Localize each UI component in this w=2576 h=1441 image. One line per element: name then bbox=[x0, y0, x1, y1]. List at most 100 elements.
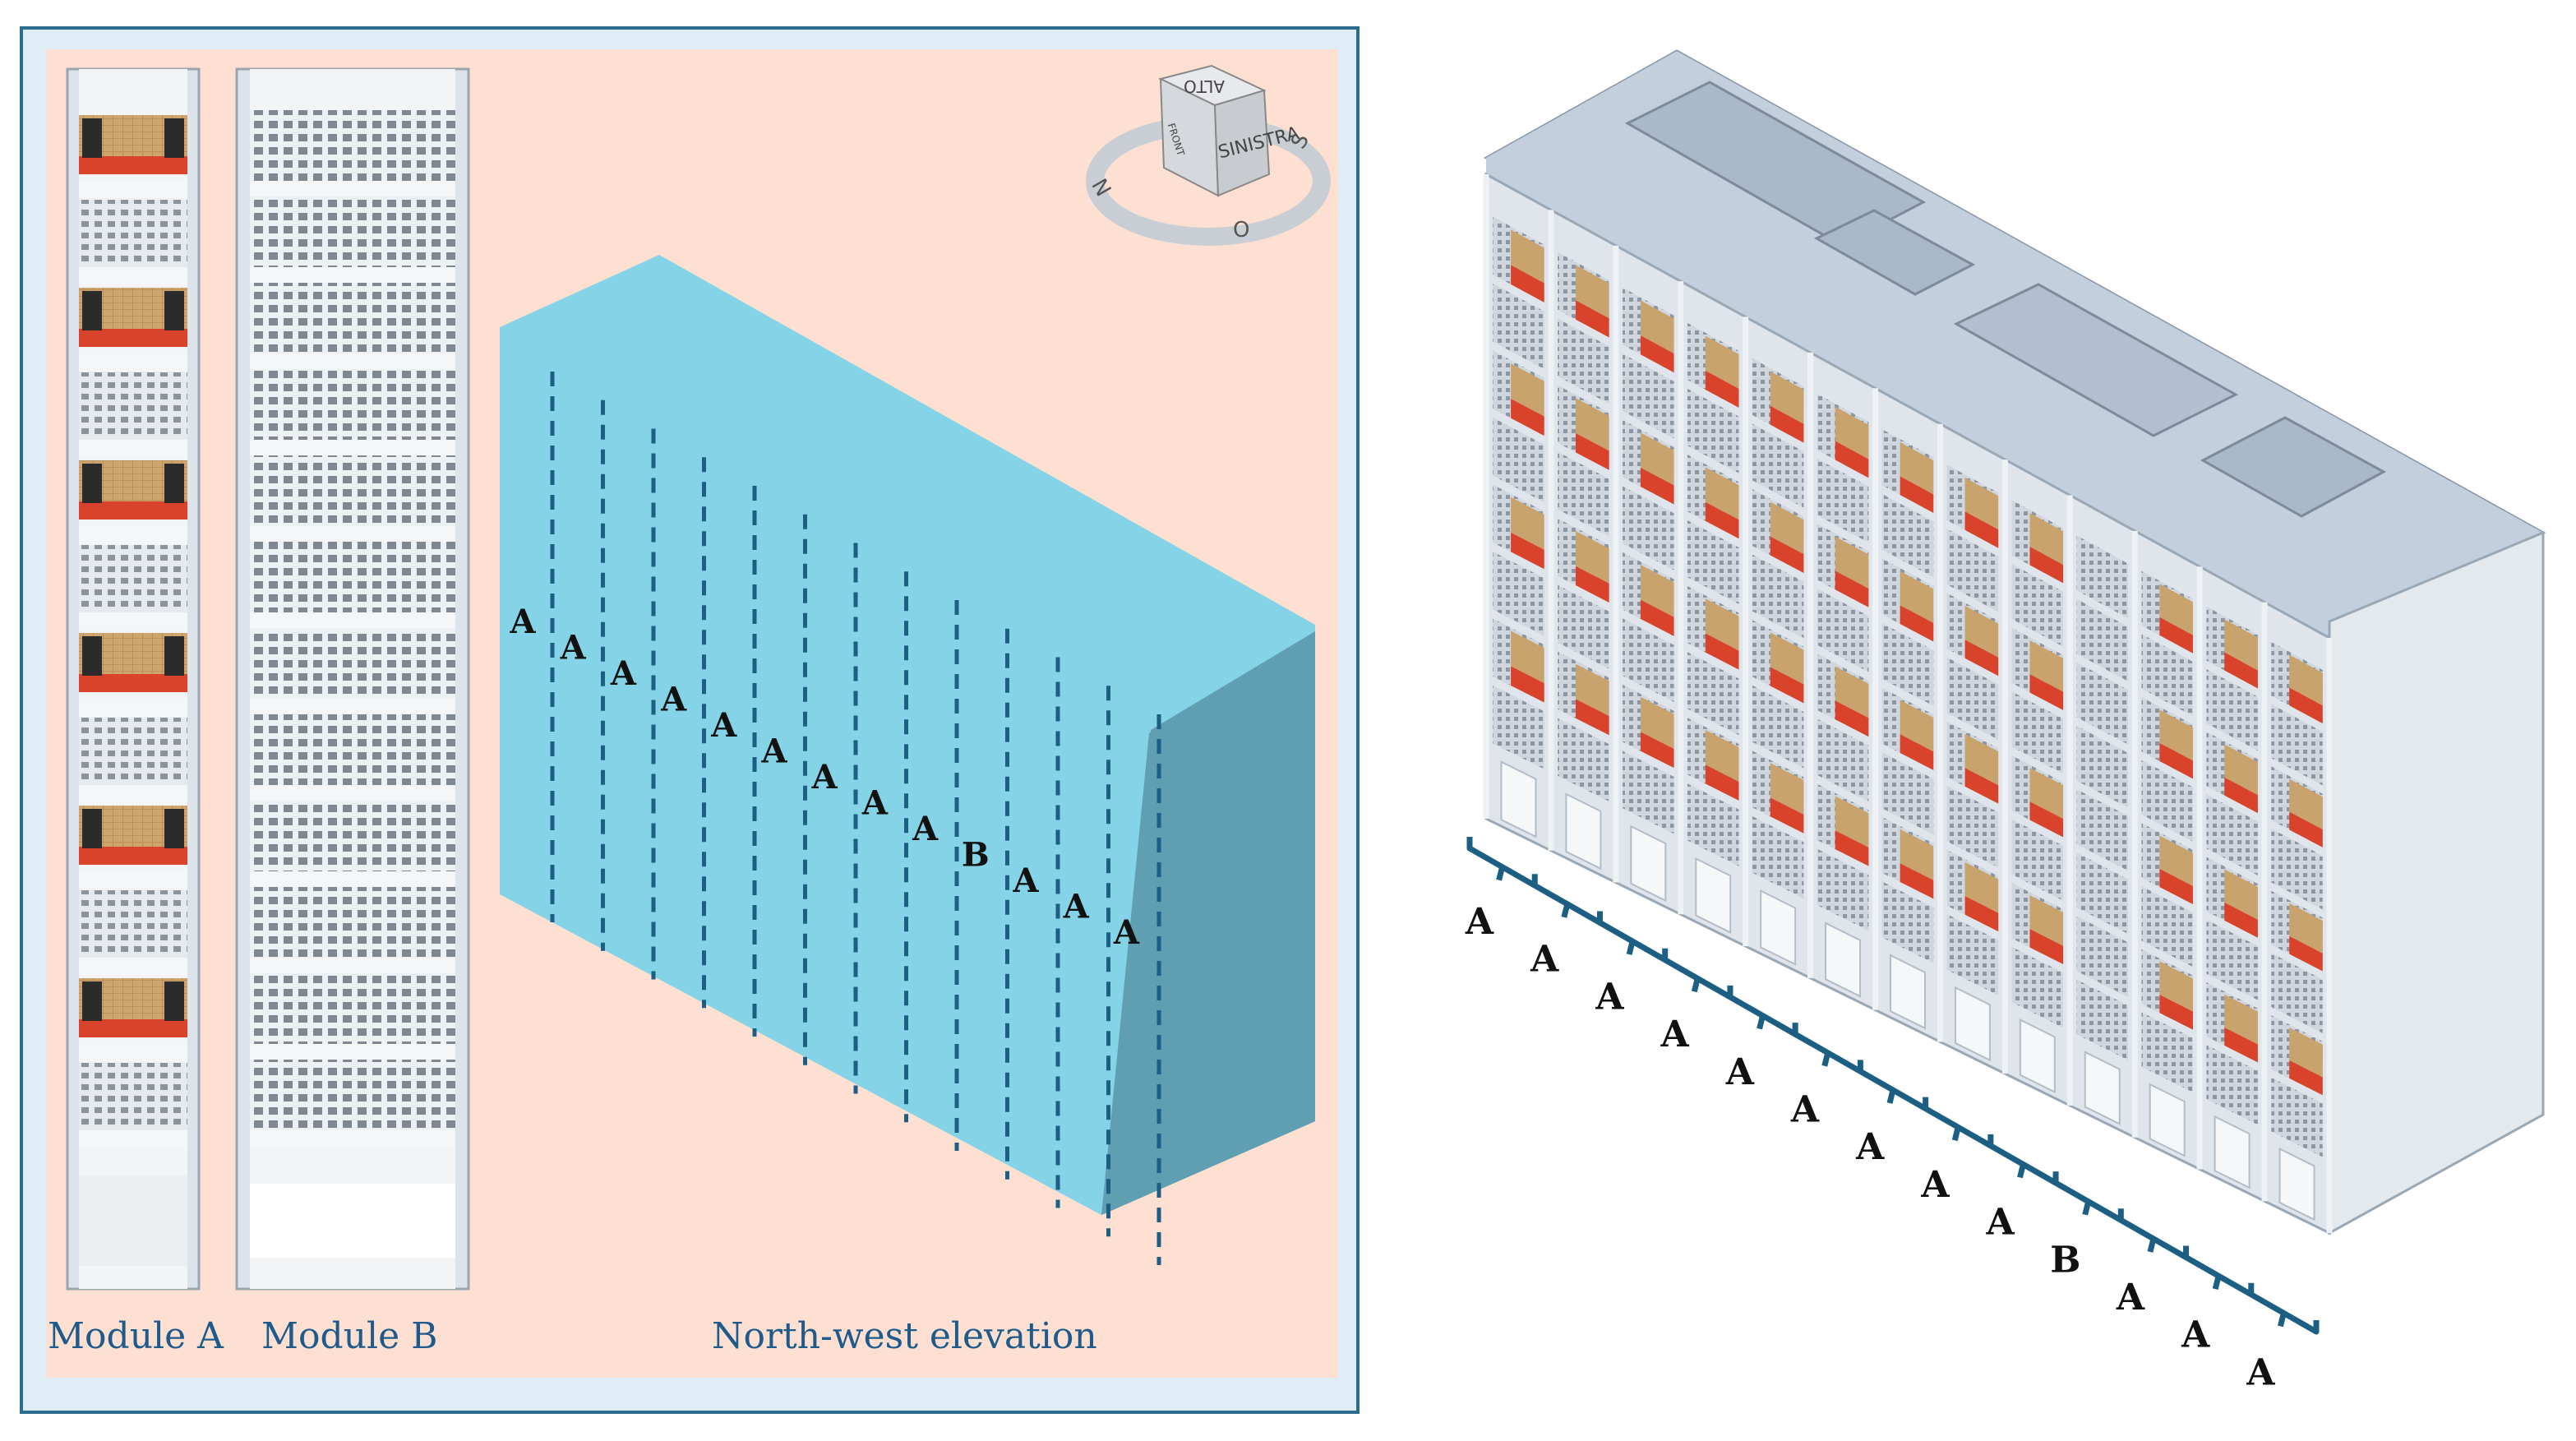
facade-red-panel bbox=[2289, 935, 2323, 972]
elevation-module-label: A bbox=[660, 681, 687, 719]
module-b-perforated-panel bbox=[250, 1060, 455, 1130]
module-a-window bbox=[164, 291, 184, 330]
rooftop-structure-2 bbox=[1813, 209, 1976, 296]
facade-bays bbox=[1483, 174, 2333, 1233]
facade-brick-bay bbox=[1705, 335, 1739, 389]
facade-perforated-bay bbox=[1752, 423, 1804, 508]
module-a-perforated-panel bbox=[79, 200, 187, 267]
facade-red-panel bbox=[2289, 687, 2323, 724]
facade-perforated-bay bbox=[2206, 1045, 2258, 1125]
facade-red-panel bbox=[1705, 764, 1739, 801]
facade-perforated-bay bbox=[2076, 535, 2129, 619]
facade-red-panel bbox=[1511, 532, 1544, 570]
module-b-slab bbox=[250, 1130, 455, 1148]
facade-ground-opening bbox=[1695, 857, 1732, 934]
module-a-red-panel bbox=[79, 847, 187, 865]
elevation-module-label: A bbox=[1113, 913, 1140, 952]
facade-perforated-bay bbox=[1493, 685, 1544, 769]
facade-perforated-bay bbox=[1946, 785, 1999, 868]
facade-brick-bay bbox=[1576, 663, 1609, 717]
facade-red-panel bbox=[1705, 501, 1739, 539]
facade-perforated-bay bbox=[1881, 622, 1934, 706]
module-a-window bbox=[164, 464, 184, 503]
facade-perforated-bay bbox=[1687, 652, 1739, 736]
facade-perforated-bay bbox=[1558, 318, 1609, 404]
elevation-module-label: A bbox=[710, 706, 737, 745]
module-a-red-panel bbox=[79, 156, 187, 174]
facade-red-panel bbox=[1835, 570, 1869, 607]
building-end-wall bbox=[2328, 530, 2545, 1235]
facade-perforated-bay bbox=[2271, 1077, 2323, 1157]
facade-red-panel bbox=[1964, 768, 1999, 804]
module-a-slab bbox=[79, 958, 187, 976]
facade-red-panel bbox=[2224, 777, 2258, 814]
module-a-slab bbox=[79, 1130, 187, 1148]
module-a-red-panel bbox=[79, 1019, 187, 1037]
facade-red-panel bbox=[1964, 896, 1999, 932]
module-b-label: Module B bbox=[261, 1315, 437, 1357]
facade-perforated-bay bbox=[1817, 459, 1869, 543]
bracket-module-label: A bbox=[2181, 1314, 2210, 1356]
facade-perforated-bay bbox=[1623, 486, 1674, 570]
view-cube[interactable]: ALTO SINISTRA FRONT N O S bbox=[1086, 64, 1331, 246]
facade-brick-bay bbox=[2159, 584, 2193, 635]
facade-perforated-bay bbox=[1817, 848, 1869, 931]
module-a-slab bbox=[79, 353, 187, 372]
facade-perforated-bay bbox=[2206, 919, 2258, 1000]
facade-red-panel bbox=[1705, 370, 1739, 408]
module-a-window bbox=[82, 809, 102, 848]
facade-brick-bay bbox=[1576, 265, 1609, 319]
module-b-slab bbox=[250, 1044, 455, 1062]
module-b-perforated-panel bbox=[250, 110, 455, 181]
facade-red-panel bbox=[1964, 640, 1999, 677]
bracket-module-label: B bbox=[2050, 1239, 2080, 1281]
facade-red-panel bbox=[2289, 1060, 2323, 1096]
facade-red-panel bbox=[1576, 566, 1609, 603]
facade-red-panel bbox=[1576, 432, 1609, 470]
facade-red-panel bbox=[2289, 811, 2323, 848]
module-b-slab bbox=[250, 267, 455, 285]
elevation-module-label: A bbox=[811, 758, 838, 797]
viewcube-top-text: ALTO bbox=[1184, 76, 1225, 96]
module-a-slab bbox=[79, 871, 187, 889]
bracket-module-label: A bbox=[1855, 1126, 1885, 1168]
facade-brick-bay bbox=[1770, 371, 1804, 424]
module-a-window bbox=[82, 291, 102, 330]
facade-ground-opening bbox=[2214, 1115, 2251, 1189]
facade-red-panel bbox=[1770, 667, 1804, 704]
facade-red-panel bbox=[1835, 830, 1869, 866]
module-a-label: Module A bbox=[48, 1315, 224, 1357]
module-b-slab bbox=[250, 181, 455, 199]
module-b-slab bbox=[250, 612, 455, 630]
elevation-module-label: A bbox=[861, 784, 889, 823]
facade-brick-bay bbox=[2224, 744, 2258, 796]
facade-red-panel bbox=[2224, 652, 2258, 689]
facade-perforated-bay bbox=[2076, 852, 2129, 935]
elevation-box-side-face bbox=[1101, 635, 1315, 1215]
facade-brick-bay bbox=[2289, 1027, 2323, 1078]
facade-perforated-bay bbox=[2206, 668, 2258, 751]
facade-red-panel bbox=[1900, 605, 1934, 642]
facade-perforated-bay bbox=[2076, 789, 2129, 871]
facade-perforated-bay bbox=[1558, 584, 1609, 669]
facade-perforated-bay bbox=[2271, 828, 2323, 910]
module-a-window bbox=[164, 809, 184, 848]
facade-brick-bay bbox=[1770, 632, 1804, 685]
facade-brick-bay bbox=[1511, 363, 1544, 417]
facade-red-panel bbox=[1770, 405, 1804, 443]
module-b-ground-floor bbox=[250, 1184, 455, 1258]
facade-perforated-bay bbox=[1493, 284, 1544, 369]
facade-brick-bay bbox=[2224, 619, 2258, 671]
module-b-slab bbox=[250, 958, 455, 976]
module-a-slab bbox=[79, 526, 187, 544]
module-b-perforated-panel bbox=[250, 973, 455, 1044]
facade-red-panel bbox=[1576, 699, 1609, 736]
facade-perforated-bay bbox=[1752, 815, 1804, 898]
facade-perforated-bay bbox=[1623, 618, 1674, 702]
bracket-module-label: A bbox=[1986, 1202, 2015, 1244]
facade-perforated-bay bbox=[1752, 554, 1804, 639]
facade-perforated-bay bbox=[1881, 493, 1934, 578]
